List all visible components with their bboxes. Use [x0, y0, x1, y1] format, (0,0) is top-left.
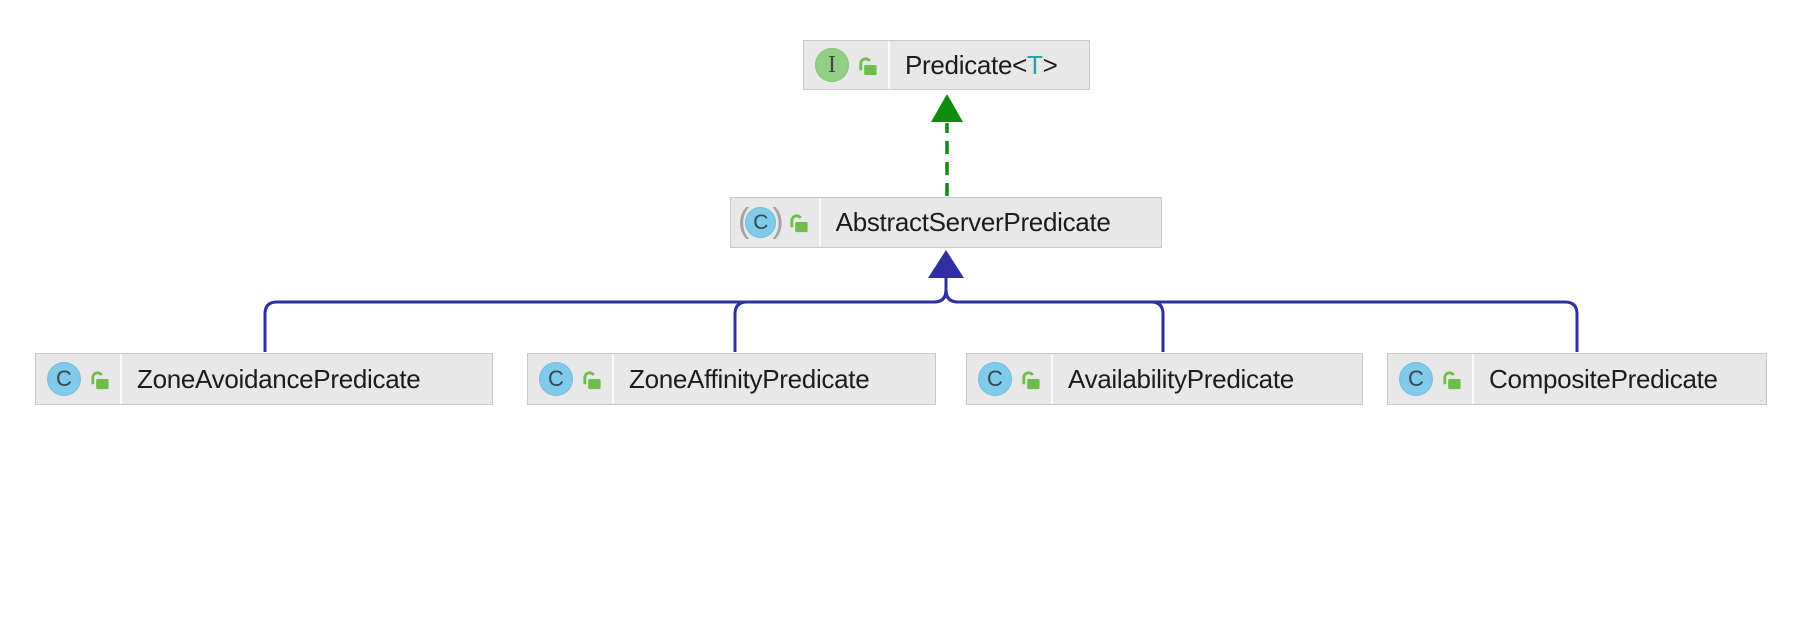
interface-icon-letter: I [828, 51, 836, 78]
class-name-text: AvailabilityPredicate [1068, 363, 1294, 394]
class-icon: C [978, 362, 1012, 396]
class-node-zone-avoidance-predicate[interactable]: C ZoneAvoidancePredicate [35, 353, 493, 405]
class-icon: C [47, 362, 81, 396]
class-icon-letter: C [753, 210, 769, 234]
class-name-text: Predicate< [905, 49, 1028, 80]
class-node-zone-affinity-predicate[interactable]: C ZoneAffinityPredicate [527, 353, 936, 405]
class-name: Predicate<T> [890, 41, 1066, 89]
inheritance-edge-compositepredicate[interactable] [944, 278, 1579, 352]
node-icon-cell: C [36, 354, 122, 404]
class-node-predicate[interactable]: I Predicate<T> [803, 40, 1090, 90]
interface-icon: I [815, 48, 849, 82]
node-icon-cell: C [528, 354, 614, 404]
class-icon-letter: C [987, 366, 1003, 391]
class-icon: C [539, 362, 573, 396]
class-name: ZoneAvoidancePredicate [122, 354, 428, 404]
class-node-availability-predicate[interactable]: C AvailabilityPredicate [966, 353, 1363, 405]
node-icon-cell: C [967, 354, 1053, 404]
unlocked-public-icon [88, 368, 111, 391]
realization-arrowhead-icon [931, 94, 963, 122]
type-parameter: T [1027, 49, 1043, 80]
unlocked-public-icon [1019, 368, 1042, 391]
inheritance-edge-zoneavoidancepredicate[interactable] [263, 278, 948, 352]
unlocked-public-icon [787, 211, 810, 234]
unlocked-public-icon [1440, 368, 1463, 391]
class-icon-letter: C [548, 366, 564, 391]
class-icon: C [745, 207, 777, 238]
class-node-composite-predicate[interactable]: C CompositePredicate [1387, 353, 1767, 405]
class-name: AvailabilityPredicate [1053, 354, 1302, 404]
abstract-paren: ) [772, 201, 784, 240]
class-name-text: > [1042, 49, 1058, 80]
class-name: ZoneAffinityPredicate [614, 354, 877, 404]
node-icon-cell: I [804, 41, 890, 89]
inheritance-arrowhead-icon [928, 250, 964, 278]
inheritance-edge-zoneaffinitypredicate[interactable] [733, 278, 948, 352]
class-name-text: CompositePredicate [1489, 363, 1718, 394]
class-name-text: ZoneAvoidancePredicate [137, 363, 421, 394]
abstract-paren: ( [738, 201, 750, 240]
node-icon-cell: C [1388, 354, 1474, 404]
class-node-abstract-server-predicate[interactable]: ( C ) AbstractServerPredicate [730, 197, 1162, 248]
node-icon-cell: ( C ) [731, 198, 821, 247]
class-name: CompositePredicate [1474, 354, 1726, 404]
class-icon-letter: C [1408, 366, 1424, 391]
class-name-text: AbstractServerPredicate [835, 207, 1111, 237]
abstract-class-icon: ( C ) [738, 201, 784, 240]
class-name: AbstractServerPredicate [821, 198, 1119, 247]
class-icon-letter: C [56, 366, 72, 391]
class-icon: C [1399, 362, 1433, 396]
realization-edge-abstractserverpredicate-to-predicate[interactable] [931, 94, 963, 196]
unlocked-public-icon [580, 368, 603, 391]
class-name-text: ZoneAffinityPredicate [629, 363, 870, 394]
inheritance-edge-availabilitypredicate[interactable] [944, 278, 1165, 352]
unlocked-public-icon [856, 54, 879, 77]
